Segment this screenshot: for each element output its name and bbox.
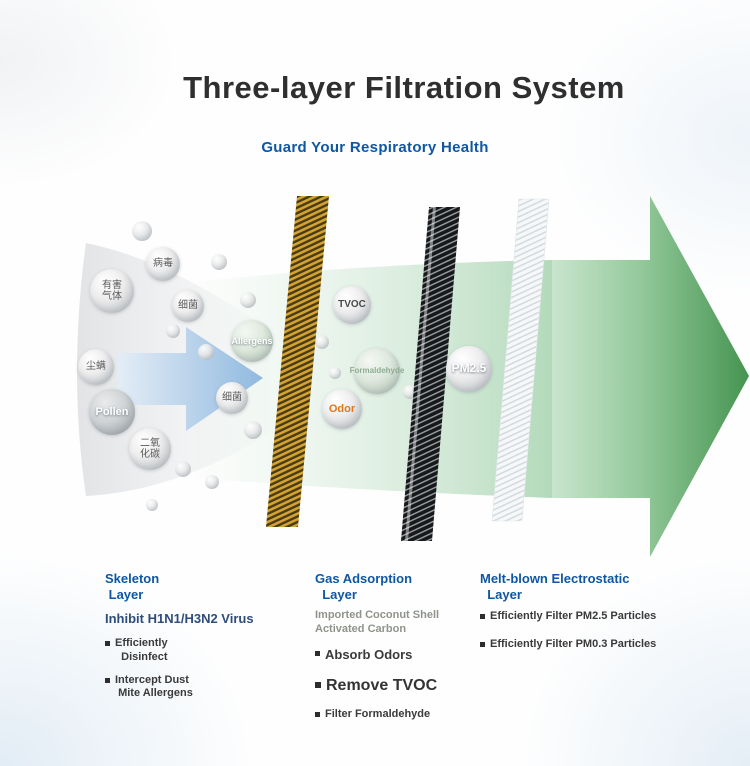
- legend-column-skeleton: Skeleton Layer Inhibit H1N1/H3N2 Virus E…: [105, 571, 305, 710]
- gas-bullet-remove-tvoc: Remove TVOC: [315, 676, 475, 696]
- particle-bubble-allergens: Allergens: [231, 320, 273, 362]
- particle-bubble-odor: Odor: [322, 389, 362, 429]
- gas-bullet-absorb-odors: Absorb Odors: [315, 647, 475, 663]
- bullet-square-icon: [105, 677, 110, 683]
- filter-panel-carbon-highlight: [405, 207, 436, 541]
- legend-column-meltblown: Melt-blown Electrostatic Layer Efficient…: [480, 571, 720, 661]
- particle-bubble-tvoc: TVOC: [333, 286, 371, 324]
- particle-bubble-pm25: PM2.5: [446, 346, 492, 392]
- bullet-square-icon: [105, 641, 110, 647]
- particle-bubble-pollen: Pollen: [89, 389, 135, 435]
- bullet-square-icon: [315, 682, 321, 689]
- meltblown-bullet-pm25: Efficiently Filter PM2.5 Particles: [480, 610, 720, 624]
- skeleton-bullet-intercept: Intercept Dust Mite Allergens: [105, 674, 305, 702]
- particle-bubble-harmful-gas: 有害 气体: [90, 269, 134, 313]
- particle-bubble-bacteria-2: 细菌: [216, 382, 248, 414]
- particle-bubble-formaldehyde: Formaldehyde: [350, 348, 404, 394]
- particle-bubble-dust-mite: 尘螨: [78, 349, 114, 385]
- page-title: Three-layer Filtration System: [183, 70, 625, 105]
- inflow-arrow: [118, 327, 263, 431]
- filter-panel-carbon-black: [401, 207, 460, 541]
- skeleton-bullet-disinfect: Efficiently Disinfect: [105, 637, 305, 665]
- bullet-square-icon: [480, 641, 485, 647]
- filter-panel-meltblown-white: [491, 198, 550, 522]
- filter-panel-skeleton-gold: [266, 196, 329, 527]
- particle-bubble-co2: 二氧 化碳: [129, 428, 171, 470]
- meltblown-bullet-pm03: Efficiently Filter PM0.3 Particles: [480, 638, 720, 652]
- gas-adsorption-subheading: Imported Coconut Shell Activated Carbon: [315, 609, 440, 636]
- meltblown-heading: Melt-blown Electrostatic Layer: [480, 571, 630, 602]
- legend-column-gas-adsorption: Gas Adsorption Layer Imported Coconut Sh…: [315, 571, 475, 731]
- particle-bubble-bacteria-1: 细菌: [172, 290, 204, 322]
- bullet-square-icon: [480, 614, 485, 620]
- page-subtitle: Guard Your Respiratory Health: [261, 139, 489, 156]
- outflow-arrow: [552, 196, 749, 557]
- gas-bullet-filter-formaldehyde: Filter Formaldehyde: [315, 708, 475, 722]
- particle-bubble-virus: 病毒: [146, 247, 180, 281]
- bullet-square-icon: [315, 712, 320, 718]
- skeleton-layer-subheading: Inhibit H1N1/H3N2 Virus: [105, 611, 254, 627]
- skeleton-layer-heading: Skeleton Layer: [105, 571, 160, 602]
- gas-adsorption-heading: Gas Adsorption Layer: [315, 571, 413, 602]
- bullet-square-icon: [315, 650, 320, 656]
